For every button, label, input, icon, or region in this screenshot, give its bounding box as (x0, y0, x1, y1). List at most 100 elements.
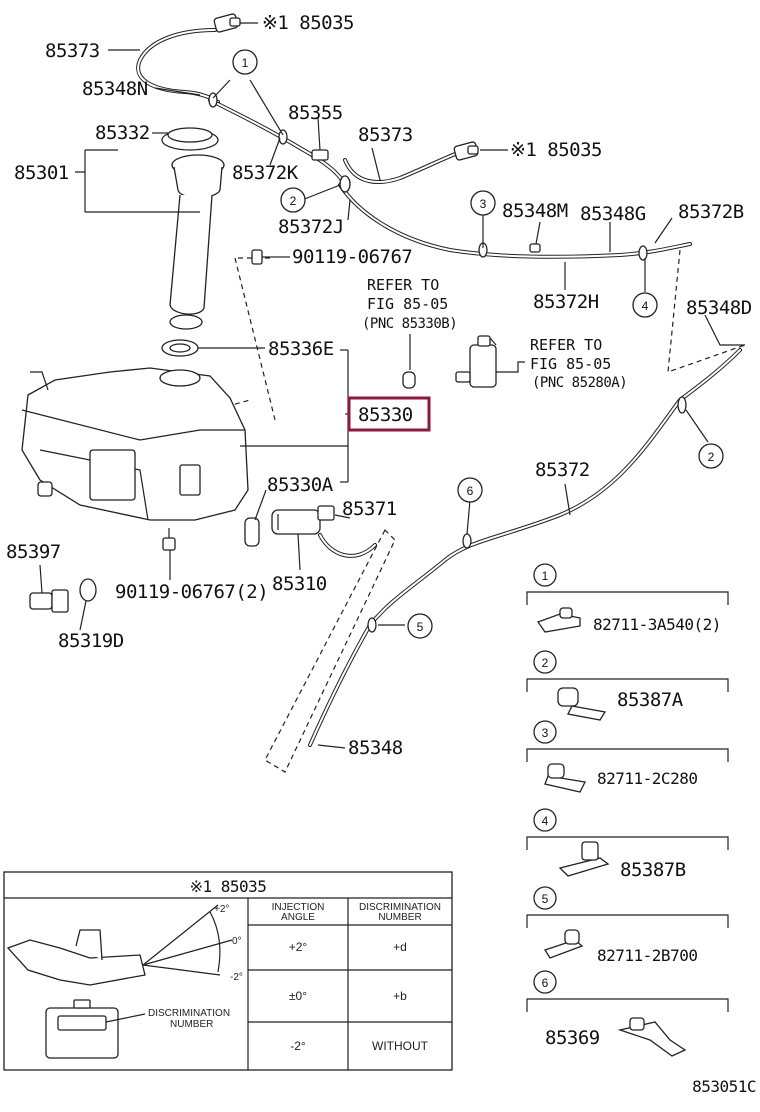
joint-85355 (311, 149, 329, 161)
seal-85336E (161, 339, 199, 357)
label-85372B: 85372B (678, 201, 744, 223)
label-85372: 85372 (535, 459, 590, 481)
svg-text:3: 3 (480, 197, 487, 211)
label-85336E: 85336E (268, 338, 334, 360)
hose-85373-left (136, 28, 220, 104)
label-85373-mid: 85373 (358, 124, 413, 146)
inset-85035: ※1 85035 +2° 0° -2° DISCRIMINATION NUMBE… (3, 871, 453, 1071)
legend-item-1: 1 82711-3A540(2) (526, 563, 729, 634)
svg-text:NUMBER: NUMBER (378, 912, 421, 923)
svg-text:1: 1 (242, 56, 249, 70)
clip-4 (638, 245, 648, 261)
svg-text:5: 5 (417, 620, 424, 634)
callout-5: 5 (407, 613, 433, 639)
washer-tank-85330 (21, 367, 249, 521)
svg-text:5: 5 (542, 892, 549, 906)
hose-85373-mid (343, 150, 462, 184)
svg-text:ANGLE: ANGLE (281, 912, 315, 923)
svg-text:+2°: +2° (214, 904, 229, 915)
label-85330: 85330 (358, 404, 413, 426)
label-85035-mid: ※1 85035 (510, 139, 602, 161)
washer-nozzle-top (213, 13, 241, 33)
grommet-85319D (79, 578, 97, 602)
callout-2-top: 2 (280, 187, 306, 213)
label-85348: 85348 (348, 737, 403, 759)
row-angle-1: +2° (289, 940, 308, 954)
row-number-1: +d (393, 940, 407, 954)
svg-text:0°: 0° (232, 936, 242, 947)
refer-part-85280A (455, 335, 497, 388)
svg-text:(PNC 85330B): (PNC 85330B) (362, 316, 457, 332)
hose-85372K (208, 98, 347, 187)
svg-text:(PNC 85280A): (PNC 85280A) (532, 375, 627, 391)
svg-text:2: 2 (290, 194, 297, 208)
row-angle-3: -2° (290, 1039, 306, 1053)
clip-2-a (339, 175, 351, 193)
label-85372K: 85372K (232, 162, 299, 184)
clip-6 (462, 533, 472, 549)
callout-1: 1 (232, 49, 258, 75)
label-85348G: 85348G (580, 203, 646, 225)
leader-lines (39, 22, 745, 749)
label-85310: 85310 (272, 573, 327, 595)
svg-text:FIG 85-05: FIG 85-05 (367, 295, 448, 313)
legend-item-3: 3 82711-2C280 (526, 720, 729, 793)
callout-2-right: 2 (698, 443, 724, 469)
svg-text:3: 3 (542, 726, 549, 740)
svg-text:4: 4 (542, 814, 549, 828)
legend-item-2: 2 85387A (526, 650, 729, 721)
label-85319D: 85319D (58, 630, 124, 652)
bolt-90119-top (251, 249, 275, 265)
svg-text:INJECTION: INJECTION (272, 902, 325, 913)
refer-note-85330B: REFER TO FIG 85-05 (PNC 85330B) (362, 276, 458, 332)
legend-part-5: 82711-2B700 (597, 946, 697, 965)
tank-cap-85332 (161, 127, 219, 151)
level-sensor-85397 (29, 589, 69, 613)
grommet-85330A (244, 517, 260, 547)
row-angle-2: ±0° (289, 989, 307, 1003)
dashed-outline-hose (264, 528, 396, 773)
washer-pump-85310 (271, 505, 335, 535)
legend-item-5: 5 82711-2B700 (526, 886, 729, 965)
label-85373-left: 85373 (45, 40, 100, 62)
label-85301: 85301 (14, 162, 69, 184)
svg-text:FIG 85-05: FIG 85-05 (530, 355, 611, 373)
label-85330A: 85330A (267, 474, 334, 496)
legend-part-2: 85387A (617, 689, 684, 711)
clip-1-b (278, 129, 288, 145)
legend-part-6: 85369 (545, 1027, 600, 1049)
svg-text:4: 4 (642, 299, 649, 313)
joint-85348M (529, 243, 541, 253)
label-90119-top: 90119-06767 (292, 246, 412, 268)
label-85035-top: ※1 85035 (262, 12, 354, 34)
legend-item-4: 4 85387B (526, 808, 729, 881)
svg-text:6: 6 (467, 484, 474, 498)
svg-text:NUMBER: NUMBER (170, 1019, 213, 1030)
row-number-3: WITHOUT (372, 1039, 429, 1053)
label-85332: 85332 (95, 122, 150, 144)
svg-text:2: 2 (542, 656, 549, 670)
clip-2-b (677, 396, 687, 414)
filler-neck-85301 (169, 154, 225, 330)
label-85348M: 85348M (502, 200, 568, 222)
svg-text:6: 6 (542, 976, 549, 990)
legend-part-3: 82711-2C280 (597, 769, 697, 788)
figure-code: 853051C (692, 1077, 756, 1096)
label-85372H: 85372H (533, 291, 599, 313)
hose-85372J (338, 183, 692, 259)
label-85371: 85371 (342, 498, 397, 520)
inset-title: ※1 85035 (190, 877, 267, 896)
svg-text:REFER TO: REFER TO (530, 336, 602, 354)
callout-4: 4 (632, 292, 658, 318)
label-85372J: 85372J (278, 216, 344, 238)
label-90119-bottom: 90119-06767(2) (115, 581, 268, 603)
row-number-2: +b (393, 989, 407, 1003)
callout-3: 3 (470, 190, 496, 216)
inset-table: INJECTION ANGLE DISCRIMINATION NUMBER +2… (247, 898, 452, 1070)
svg-text:REFER TO: REFER TO (367, 276, 439, 294)
washer-nozzle-mid (453, 141, 479, 161)
hose-85371 (318, 533, 377, 558)
label-85348N: 85348N (82, 78, 148, 100)
legend-part-4: 85387B (620, 859, 686, 881)
